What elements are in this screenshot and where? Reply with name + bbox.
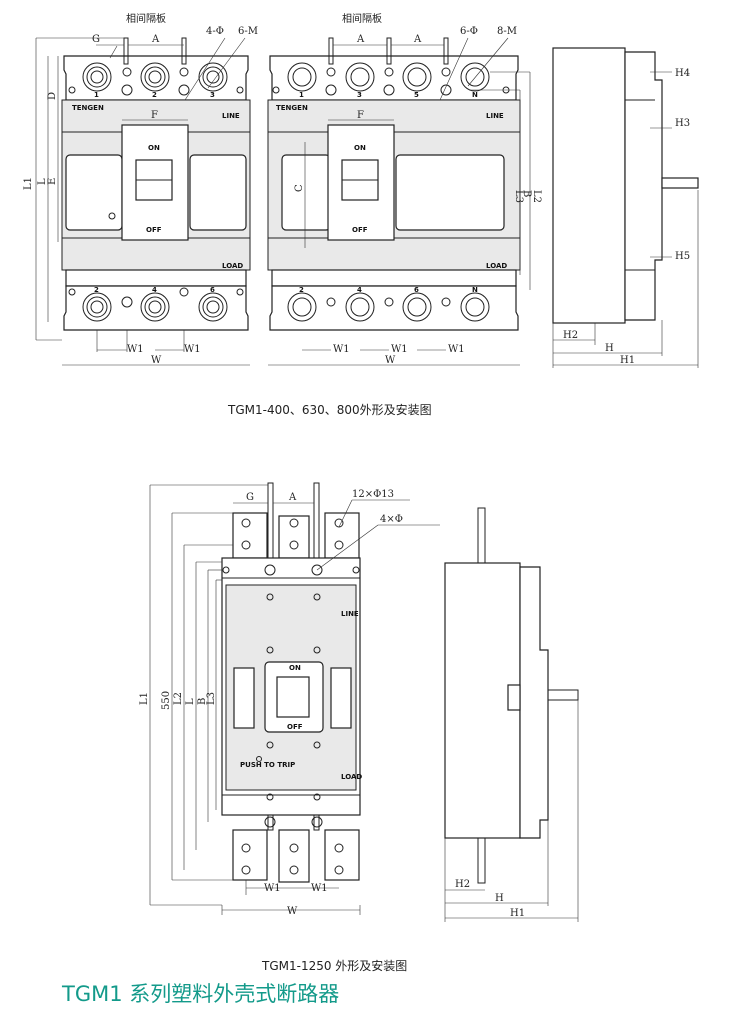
dim-screw: 8-M (497, 26, 517, 37)
off-label: OFF (146, 226, 162, 234)
dim-D: D (47, 92, 58, 100)
pole-label: 3 (357, 91, 362, 99)
phase-partition (181, 37, 187, 65)
front-view-4pole: 1 3 5 N TENGEN LINE LOAD ON OFF 2 4 6 N (267, 12, 542, 366)
dim-A: A (151, 34, 160, 45)
dim-A: A (413, 34, 422, 45)
dim-W1: W1 (333, 344, 350, 355)
pole-label: 1 (299, 91, 304, 99)
phase-partition (123, 37, 129, 65)
dim-550: 550 (161, 691, 172, 710)
dim-L3: L3 (513, 190, 524, 203)
dim-W: W (385, 355, 396, 366)
dim-W: W (287, 906, 298, 917)
dim-A: A (288, 492, 297, 503)
trip-button (108, 212, 116, 220)
dim-screw: 6-M (238, 26, 258, 37)
dim-A: A (356, 34, 365, 45)
load-label-strip (65, 269, 247, 287)
load-terminals (68, 287, 244, 322)
dim-holes: 4×Φ (380, 514, 403, 525)
dim-W1: W1 (311, 883, 328, 894)
load-terminal-block (63, 285, 249, 331)
dim-L2: L2 (173, 692, 184, 705)
dim-H: H (605, 343, 614, 354)
push-to-trip-label: PUSH TO TRIP (240, 761, 295, 769)
pole-label: N (472, 91, 478, 99)
caption-bottom: TGM1-1250 外形及安装图 (261, 958, 407, 973)
pole-label: 2 (94, 286, 99, 294)
dim-B: B (197, 698, 208, 705)
caption-top: TGM1-400、630、800外形及安装图 (227, 402, 432, 417)
page-title: TGM1 系列塑料外壳式断路器 (61, 982, 339, 1006)
dim-H4: H4 (675, 68, 690, 79)
pole-label: 2 (152, 91, 157, 99)
dim-F: F (151, 110, 158, 121)
dim-W1: W1 (391, 344, 408, 355)
line-label: LINE (341, 610, 359, 618)
pole-label: N (472, 286, 478, 294)
dim-L: L (37, 178, 48, 185)
line-terminals (68, 37, 244, 96)
pole-label: 4 (357, 286, 362, 294)
pole-label: 3 (210, 91, 215, 99)
line-label: LINE (222, 112, 240, 120)
cover-window (189, 154, 247, 231)
dim-W1: W1 (448, 344, 465, 355)
load-label: LOAD (222, 262, 243, 270)
dim-H1: H1 (620, 355, 635, 366)
dim-L3: L3 (206, 692, 217, 705)
side-view-top: H4 H3 H5 H2 H H1 (552, 47, 699, 368)
dim-H1: H1 (510, 908, 525, 919)
on-label: ON (354, 144, 366, 152)
on-label: ON (148, 144, 160, 152)
pole-label: 5 (414, 91, 419, 99)
pole-label: 6 (414, 286, 419, 294)
brand-logo: TENGEN (276, 104, 308, 112)
pole-label: 6 (210, 286, 215, 294)
pole-label: 2 (299, 286, 304, 294)
dim-L2: L2 (531, 190, 542, 203)
partition-label: 相间隔板 (342, 12, 382, 25)
dim-W: W (151, 355, 162, 366)
dim-H2: H2 (563, 330, 578, 341)
brand-logo: TENGEN (72, 104, 104, 112)
front-view-3pole: 1 2 3 TENGEN LINE LOAD ON OFF 2 4 6 (23, 12, 258, 366)
pole-label: 1 (94, 91, 99, 99)
dim-W1: W1 (127, 344, 144, 355)
side-view-1250: H2 H H1 (444, 507, 579, 922)
front-view-1250: ON OFF PUSH TO TRIP LINE LOAD G A 12×Φ13 (139, 482, 440, 917)
dim-C: C (294, 184, 305, 192)
dim-L1: L1 (23, 177, 34, 190)
dim-E: E (47, 178, 58, 185)
trip-button (256, 756, 262, 762)
off-label: OFF (287, 723, 303, 731)
pole-label: 4 (152, 286, 157, 294)
off-label: OFF (352, 226, 368, 234)
dim-H3: H3 (675, 118, 690, 129)
dim-W1: W1 (264, 883, 281, 894)
dim-hole: 4-Φ (206, 26, 224, 37)
dim-L: L (185, 698, 196, 705)
partition-label: 相间隔板 (126, 12, 166, 25)
dim-F: F (357, 110, 364, 121)
load-label: LOAD (341, 773, 362, 781)
dim-H5: H5 (675, 251, 690, 262)
dim-B: B (521, 190, 532, 197)
load-label: LOAD (486, 262, 507, 270)
dim-H2: H2 (455, 879, 470, 890)
dim-W1: W1 (184, 344, 201, 355)
line-label: LINE (486, 112, 504, 120)
dim-H: H (495, 893, 504, 904)
dim-holes13: 12×Φ13 (352, 489, 394, 500)
dim-G: G (92, 34, 100, 45)
handle-side (661, 177, 699, 189)
dim-L1: L1 (139, 692, 150, 705)
dim-hole: 6-Φ (460, 26, 478, 37)
dim-G: G (246, 492, 254, 503)
on-label: ON (289, 664, 301, 672)
